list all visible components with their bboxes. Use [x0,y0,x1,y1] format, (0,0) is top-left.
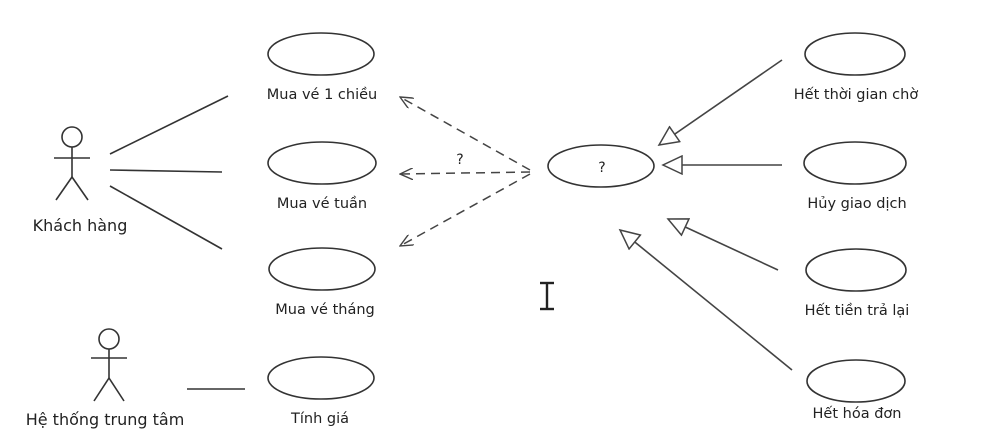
relationship-label: ? [456,152,463,168]
use-case-one-way: Mua vé 1 chiều [267,32,377,103]
assoc-customer-weekly [109,169,223,173]
associations [109,95,245,390]
text-cursor-icon [540,281,554,311]
use-case-price: Tính giá [267,356,375,427]
dep-to-weekly [400,172,531,174]
use-case-timeout-label: Hết thời gian chờ [794,86,919,103]
use-case-monthly: Mua vé tháng [268,247,376,318]
dependencies [400,97,531,246]
customer-actor-label: Khách hàng [33,216,128,235]
customer-actor [54,126,90,201]
use-case-cancel-label: Hủy giao dịch [807,196,906,212]
gen-out-of-change [668,219,779,271]
use-case-out-of-change: Hết tiền trả lại [805,248,910,319]
dep-to-monthly [400,173,531,246]
use-case-weekly: Mua vé tuần [267,141,377,212]
use-case-out-of-change-label: Hết tiền trả lại [805,302,910,319]
use-case-timeout: Hết thời gian chờ [794,32,919,103]
central-system-actor-label: Hệ thống trung tâm [26,410,185,429]
gen-out-of-receipts [620,230,793,371]
use-case-one-way-label: Mua vé 1 chiều [267,86,377,103]
use-case-monthly-label: Mua vé tháng [275,302,374,318]
use-case-unknown-label: ? [598,160,605,176]
use-case-price-label: Tính giá [290,411,349,427]
use-case-unknown: ? [547,144,655,188]
use-case-out-of-receipts-label: Hết hóa đơn [813,405,902,422]
gen-timeout [659,59,783,145]
use-case-out-of-receipts: Hết hóa đơn [806,359,906,422]
dep-to-one-way [400,97,531,171]
assoc-customer-monthly [109,185,223,250]
use-case-cancel: Hủy giao dịch [803,141,907,212]
assoc-customer-one-way [109,95,229,155]
generalizations [620,59,793,371]
use-case-weekly-label: Mua vé tuần [277,196,367,212]
central-system-actor [91,328,127,402]
